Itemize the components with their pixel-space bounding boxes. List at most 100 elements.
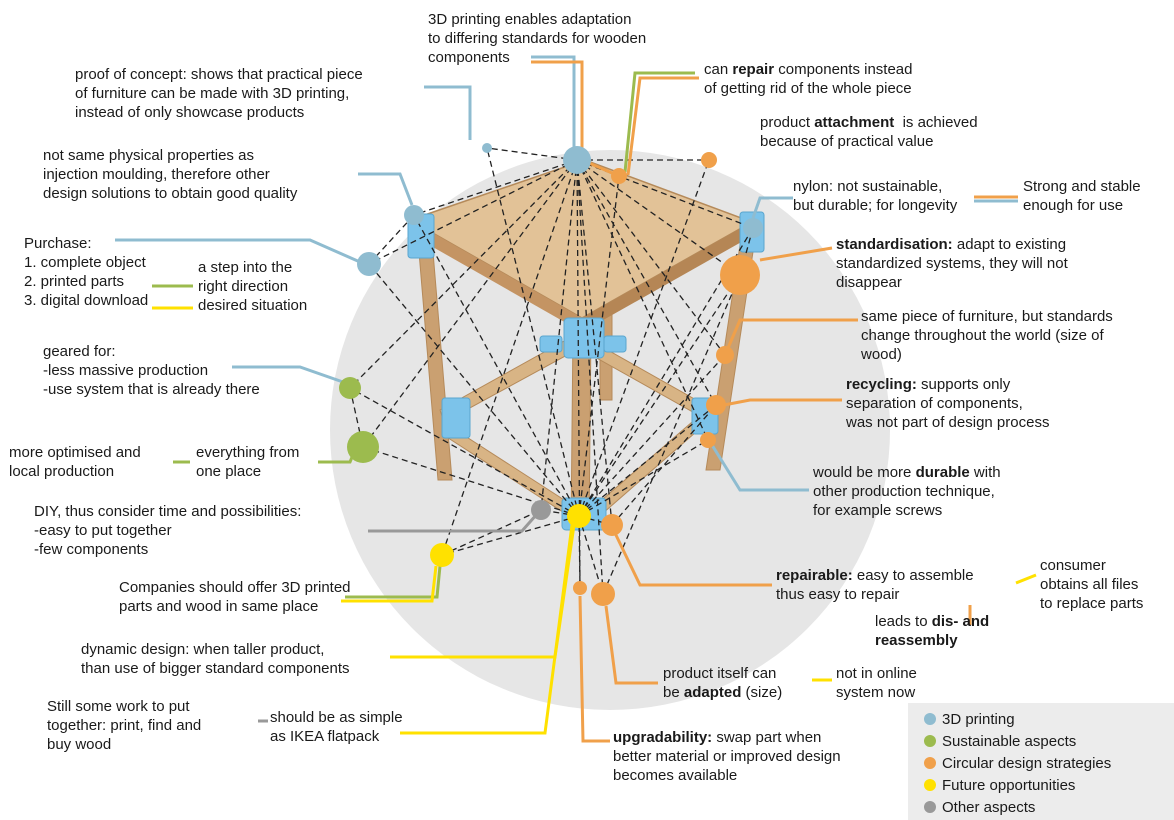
annotation-attachment: product attachment is achieved because o… (760, 114, 978, 150)
leader-proof (424, 85, 472, 140)
marker-upgradability (573, 581, 587, 595)
leader-diy (368, 513, 539, 533)
leader-standardisation (759, 246, 833, 262)
marker-proof (482, 143, 492, 153)
annotation-diy: DIY, thus consider time and possibilitie… (34, 503, 302, 558)
dashed-connector (578, 175, 620, 517)
dashed-connector (540, 159, 578, 511)
dashed-connector (576, 159, 741, 276)
legend-item-sustainable: Sustainable aspects (924, 732, 1076, 751)
marker-durable (700, 432, 716, 448)
marker-purchase (357, 252, 381, 276)
leader-geared (232, 365, 344, 384)
leader-consumer (1015, 573, 1037, 585)
dashed-connectors (349, 147, 754, 595)
marker-future-center (567, 504, 591, 528)
marker-physical (404, 205, 424, 225)
annotation-standardisation: standardisation: adapt to existing stand… (836, 236, 1068, 291)
annotation-repairable: repairable: easy to assemble thus easy t… (776, 567, 974, 603)
dashed-connector (362, 446, 580, 517)
marker-recycling (706, 395, 726, 415)
leader-companies (345, 565, 442, 599)
dashed-connector (349, 387, 580, 517)
legend-item-circular: Circular design strategies (924, 754, 1111, 773)
leader-work (400, 524, 574, 735)
dashed-connector (576, 159, 613, 526)
legend-item-future: Future opportunities (924, 776, 1075, 795)
marker-same-piece (716, 346, 734, 364)
dashed-connector (413, 159, 578, 216)
marker-diy (531, 500, 551, 520)
leader-nylon (751, 196, 793, 219)
marker-repair (611, 168, 627, 184)
annotation-upgradability: upgradability: swap part when better mat… (613, 729, 841, 784)
dashed-connector (602, 274, 741, 595)
dashed-connector (486, 147, 578, 161)
leader-repair-green (623, 71, 695, 173)
annotation-proof-of-concept: proof of concept: shows that practical p… (75, 66, 363, 121)
marker-companies (430, 543, 454, 567)
annotation-nylon: nylon: not sustainable,but durable; for … (793, 178, 958, 214)
marker-repairable (601, 514, 623, 536)
dashed-connector (576, 159, 709, 441)
dashed-connector (368, 159, 578, 265)
annotation-repair: can repair components instead of getting… (704, 61, 913, 97)
dashed-connector (578, 515, 581, 589)
leader-standards-circular (531, 60, 620, 178)
dashed-connector (441, 515, 580, 556)
legend-dot (924, 779, 936, 791)
marker-standardisation (720, 255, 760, 295)
markers (339, 143, 763, 606)
dashed-connector (576, 159, 726, 356)
leader-purchase (115, 238, 361, 264)
leader-physical (358, 172, 414, 206)
leader-repairable (613, 532, 772, 587)
annotation-recycling: recycling: supports only separation of c… (846, 376, 1050, 431)
legend-dot (924, 735, 936, 747)
dashed-connector (576, 159, 581, 589)
dashed-connector (611, 404, 717, 526)
legend: 3D printing Sustainable aspects Circular… (908, 703, 1174, 820)
legend-dot (924, 801, 936, 813)
leader-repair (626, 76, 699, 176)
marker-attachment (701, 152, 717, 168)
annotation-adapted: product itself can be adapted (size) (663, 665, 783, 701)
leader-adapted (604, 605, 658, 685)
marker-adapted (591, 582, 615, 606)
annotation-geared-for: geared for:-less massive production-use … (43, 343, 260, 398)
dashed-connector (413, 214, 580, 517)
dashed-connector (578, 354, 726, 517)
dashed-connector (368, 263, 580, 517)
dashed-connector (349, 159, 578, 389)
dashed-connector (578, 515, 604, 595)
leader-lines (115, 55, 1037, 743)
leader-standards (531, 55, 576, 147)
dashed-connector (576, 159, 717, 406)
marker-geared (339, 377, 361, 399)
annotation-dynamic-design: dynamic design: when taller product,than… (81, 641, 350, 677)
dashed-connector (576, 159, 604, 595)
leader-durable (710, 444, 809, 492)
legend-dot (924, 713, 936, 725)
annotation-disassembly: leads to dis- and reassembly (875, 613, 990, 649)
marker-optimised (347, 431, 379, 463)
legend-item-other: Other aspects (924, 798, 1035, 817)
dashed-connector (578, 274, 741, 517)
dashed-connector (578, 439, 709, 517)
leader-companies-yellow (341, 565, 438, 603)
marker-nylon (743, 218, 763, 238)
